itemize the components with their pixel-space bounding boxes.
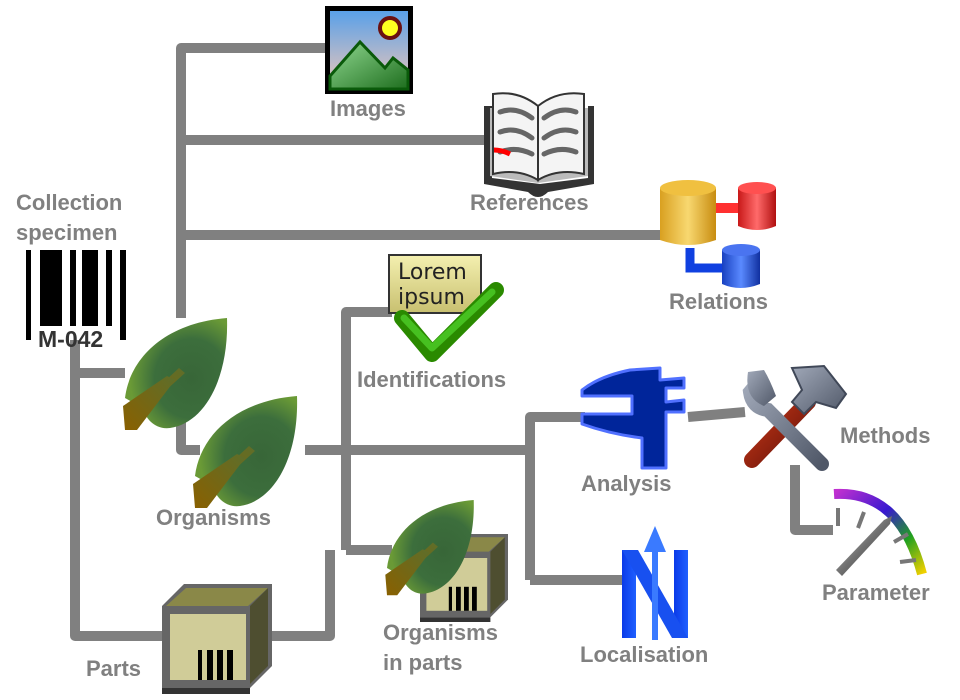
relations-icon[interactable]: [660, 180, 776, 288]
organisms-leaf-icon-2[interactable]: [193, 396, 298, 508]
edge-methods-parameter: [790, 465, 833, 535]
analysis-label: Analysis: [581, 471, 672, 496]
parameter-icon[interactable]: [833, 488, 927, 576]
edge-to-analysis: [525, 412, 585, 580]
collection-specimen-label-line1: Collection: [16, 190, 123, 215]
relations-label: Relations: [669, 289, 769, 314]
identifications-icon[interactable]: Lorem ipsum: [388, 254, 504, 362]
analysis-icon[interactable]: [580, 366, 686, 470]
edge-specimen-parts: [70, 340, 165, 641]
edge-analysis-methods: [687, 407, 746, 422]
collection-specimen-label-line2: specimen: [16, 220, 118, 245]
parts-icon[interactable]: [162, 584, 272, 694]
connectors: [70, 43, 833, 641]
identifications-icon-text-1: Lorem: [398, 260, 467, 285]
localisation-icon[interactable]: [622, 526, 688, 640]
references-label: References: [470, 190, 589, 215]
organisms-in-parts-icon[interactable]: [385, 500, 508, 622]
organisms-in-parts-label-line1: Organisms: [383, 620, 498, 645]
collection-specimen-barcode-text: M-042: [38, 326, 104, 352]
localisation-label: Localisation: [580, 642, 709, 667]
identifications-label: Identifications: [357, 367, 507, 392]
images-icon[interactable]: [325, 6, 413, 94]
edge-parts-organismsinparts: [270, 550, 335, 641]
methods-label: Methods: [840, 423, 931, 448]
organisms-in-parts-label-line2: in parts: [383, 650, 463, 675]
identifications-icon-text-2: ipsum: [398, 285, 465, 310]
methods-icon[interactable]: [742, 364, 848, 471]
edge-organisms-images: [176, 43, 330, 318]
parts-label: Parts: [86, 656, 142, 681]
references-icon[interactable]: [484, 92, 594, 197]
images-label: Images: [330, 96, 406, 121]
parameter-label: Parameter: [822, 580, 930, 605]
collection-specimen-barcode-icon[interactable]: [26, 250, 126, 340]
edge-organisms-identifications: [341, 307, 392, 550]
organisms-label: Organisms: [156, 505, 271, 530]
organisms-leaf-icon-1[interactable]: [123, 318, 228, 430]
